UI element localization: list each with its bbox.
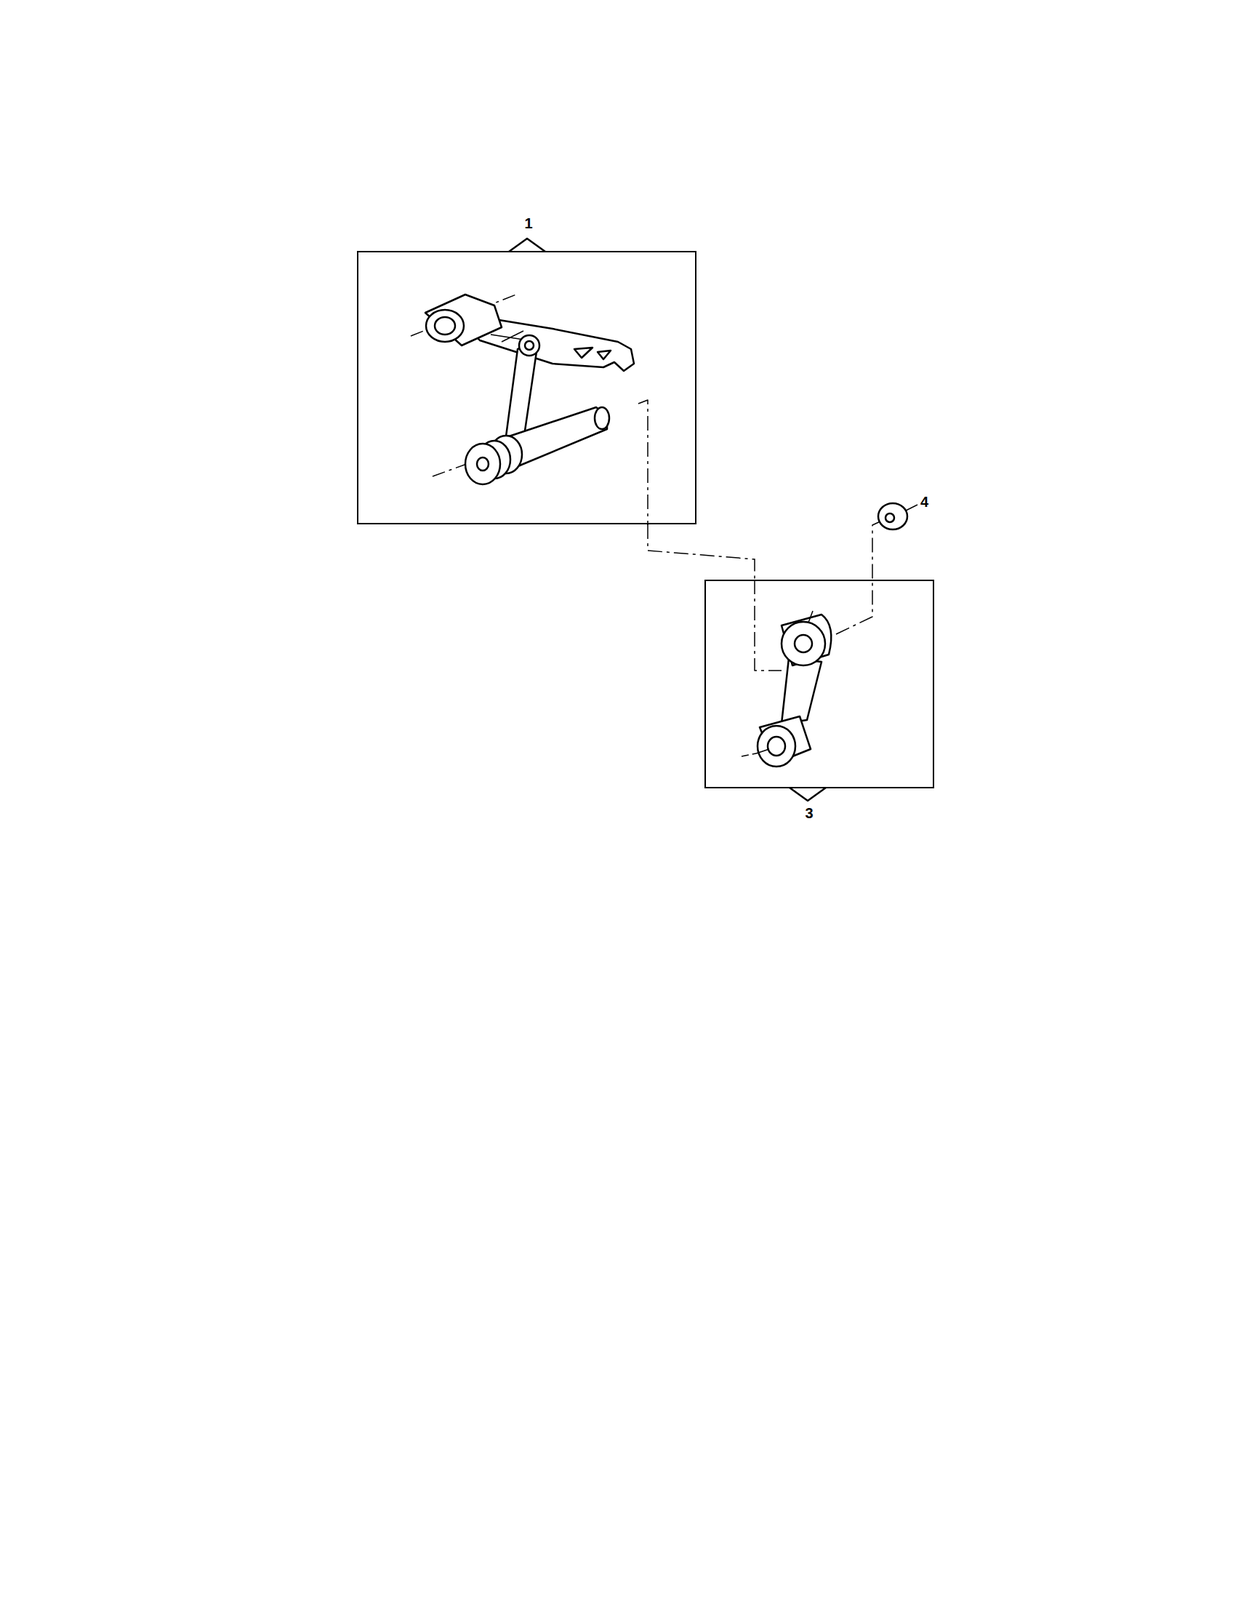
washer: [878, 503, 908, 530]
bracket: [789, 787, 826, 801]
leader-line: [905, 504, 918, 511]
lever-assembly: [410, 294, 634, 485]
assembly-line: [754, 579, 782, 671]
callout-number: 1: [524, 214, 533, 232]
assembly-line: [647, 524, 755, 580]
part-frame: 1: [356, 250, 697, 525]
callout-number: 4: [920, 492, 929, 511]
callout-number: 3: [804, 804, 813, 822]
bracket: [508, 238, 546, 252]
assembly-line: [836, 520, 882, 634]
part-frame: 3: [704, 579, 935, 789]
assembly-line: [638, 399, 648, 525]
